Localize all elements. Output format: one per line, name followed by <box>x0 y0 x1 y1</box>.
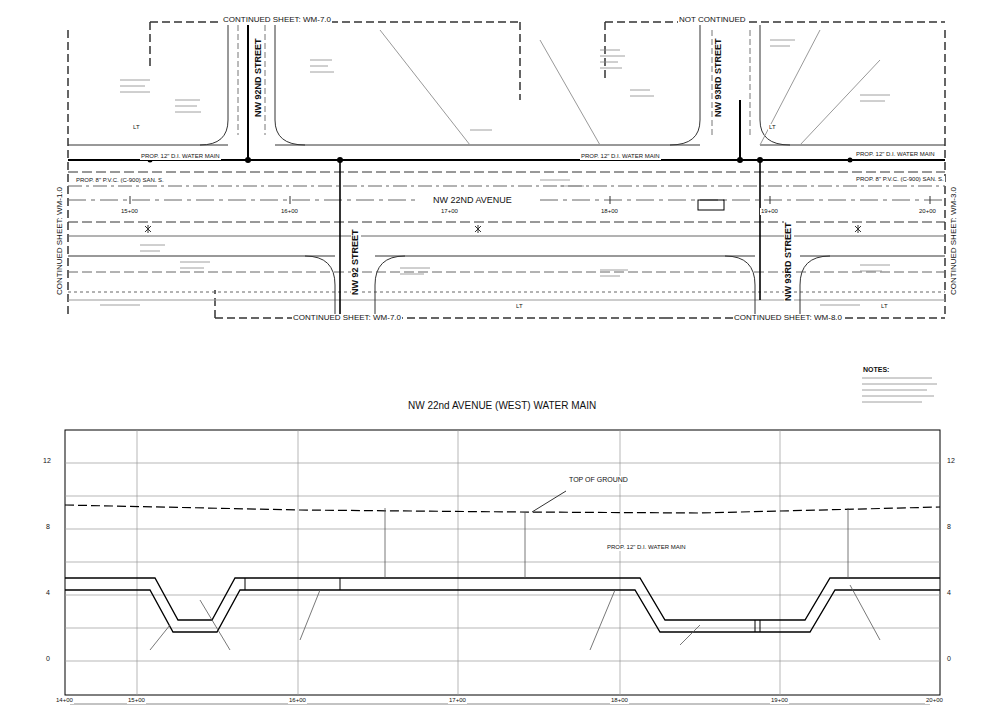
match-line-label: CONTINUED SHEET: WM-8.0 <box>733 314 843 323</box>
profile-title: NW 22nd AVENUE (WEST) WATER MAIN <box>407 400 597 411</box>
profile-label: PROP. 12" D.I. WATER MAIN <box>606 544 687 551</box>
match-line-label: CONTINUED SHEET: WM-7.0 <box>222 16 332 25</box>
station-label: 20+00 <box>918 208 937 215</box>
station-label: 14+00 <box>55 697 74 704</box>
street-name: NW 92 STREET <box>351 228 361 296</box>
station-label: 19+00 <box>770 697 789 704</box>
station-label: 17+00 <box>448 697 467 704</box>
elevation-label: 12 <box>42 457 52 465</box>
station-label: 16+00 <box>280 208 299 215</box>
elevation-label: 4 <box>45 589 51 597</box>
side-mark: LT <box>880 303 889 310</box>
station-label: 15+00 <box>120 208 139 215</box>
street-name: NW 22ND AVENUE <box>432 196 513 206</box>
elevation-label: 0 <box>946 655 952 663</box>
elevation-label: 0 <box>45 655 51 663</box>
street-name: NW 93RD STREET <box>784 221 794 302</box>
side-mark: LT <box>768 124 777 131</box>
match-line-label: CONTINUED SHEET: WM-7.0 <box>292 314 402 323</box>
station-label: 18+00 <box>610 697 629 704</box>
match-line-label: CONTINUED SHEET: WM-3.0 <box>950 186 959 296</box>
notes-heading: NOTES: <box>862 366 890 374</box>
street-name: NW 93RD STREET <box>714 37 724 118</box>
station-label: 15+00 <box>127 697 146 704</box>
pipe-label: PROP. 12" D.I. WATER MAIN <box>140 153 221 160</box>
station-label: 17+00 <box>440 208 459 215</box>
pipe-label: PROP. 8" P.V.C. (C-900) SAN. S. <box>75 177 165 184</box>
station-label: 18+00 <box>600 208 619 215</box>
side-mark: LT <box>132 124 141 131</box>
station-label: 20+00 <box>925 697 944 704</box>
profile-label: TOP OF GROUND <box>568 476 629 484</box>
elevation-label: 8 <box>45 523 51 531</box>
street-name: NW 92ND STREET <box>254 37 264 118</box>
elevation-label: 4 <box>946 589 952 597</box>
match-line-label: NOT CONTINUED <box>678 16 747 25</box>
elevation-label: 8 <box>946 523 952 531</box>
elevation-label: 12 <box>946 457 956 465</box>
side-mark: LT <box>515 303 524 310</box>
match-line-label: CONTINUED SHEET: WM-1.0 <box>56 186 65 296</box>
pipe-label: PROP. 12" D.I. WATER MAIN <box>855 151 936 158</box>
pipe-label: PROP. 8" P.V.C. (C-900) SAN. S. <box>855 176 945 183</box>
station-label: 16+00 <box>288 697 307 704</box>
pipe-label: PROP. 12" D.I. WATER MAIN <box>580 153 661 160</box>
station-label: 19+00 <box>760 208 779 215</box>
